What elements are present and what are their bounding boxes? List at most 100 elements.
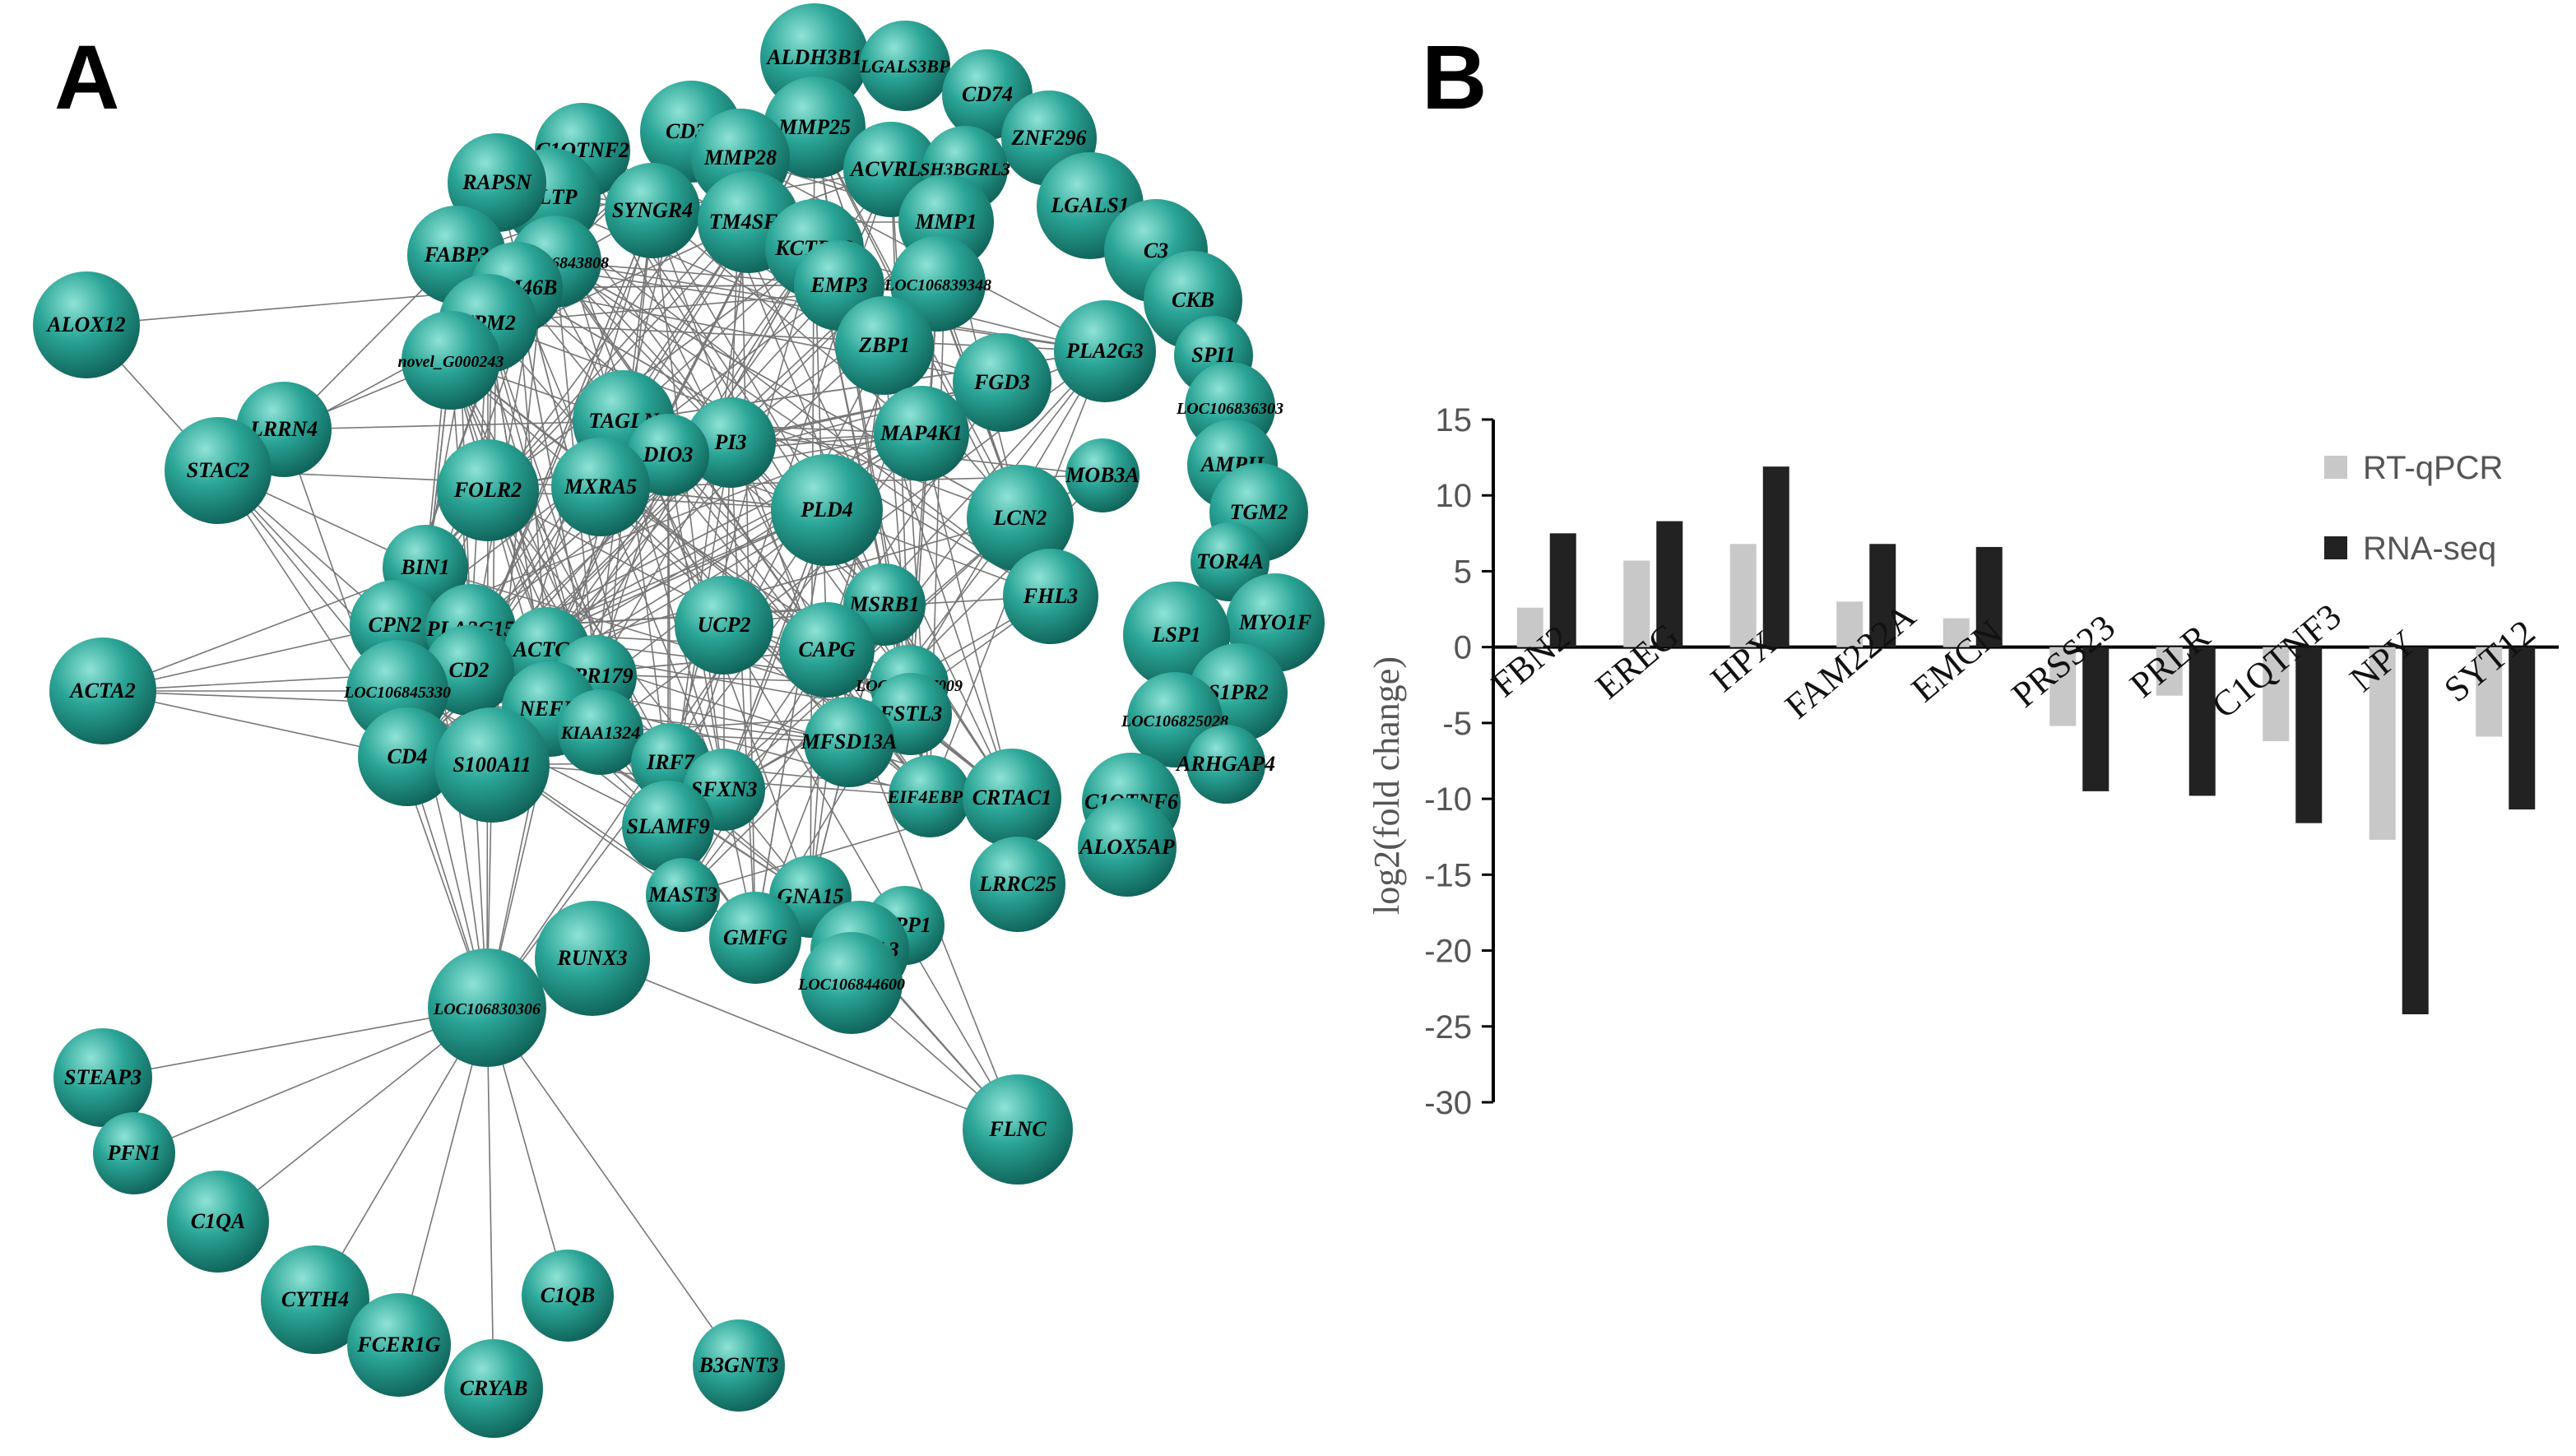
network-node: LGALS3BP [860,21,950,111]
network-edge [910,283,939,715]
network-node-sphere [953,333,1051,432]
network-node-label: LGALS3BP [860,56,950,77]
network-node-label: LRRN4 [249,417,318,441]
network-edge [592,958,1019,1130]
network-edge [754,509,828,939]
network-node-sphere [646,858,720,932]
network-node-sphere [675,576,773,675]
network-node: FOLR2 [437,439,539,541]
network-node-sphere [1078,798,1177,897]
network-node-sphere [49,638,156,744]
network-node-label: CKB [1172,288,1214,312]
network-node-label: LOC106839348 [884,276,991,294]
network-node: STEAP3 [53,1028,152,1127]
network-edge [754,350,1106,939]
network-node-sphere [448,133,546,232]
network-node-label: PLD4 [800,498,853,522]
network-node-label: MYO1F [1238,610,1311,634]
network-node-sphere [963,1074,1073,1185]
network-node: CRYAB [444,1339,543,1438]
network-node-label: UCP2 [698,613,751,637]
network-node-label: MSRB1 [848,592,919,616]
network-node-sphere [261,1245,369,1354]
network-node-label: IRF7 [646,750,695,774]
bar-rtqpcr [1623,560,1650,647]
network-node-label: MMP1 [914,210,977,234]
y-tick-label: -30 [1424,1085,1472,1121]
network-node-sphere [1003,549,1098,644]
network-node-sphere [963,749,1061,847]
network-node: LCN2 [967,465,1074,572]
bar-rtqpcr [1516,607,1543,647]
network-node: ARHGAP4 [1175,725,1275,804]
network-node-label: TGM2 [1230,500,1288,524]
network-node-label: FCER1G [356,1333,440,1356]
network-node: LOC106830306 [428,948,546,1067]
network-edge [670,248,815,763]
bar-rtqpcr [2263,647,2290,742]
bar-rnaseq [2082,647,2110,791]
network-node-label: LOC106845330 [343,684,451,702]
network-node-label: MAST3 [647,883,717,907]
network-node: MAP4K1 [874,386,969,481]
network-node-label: GNA15 [777,884,844,908]
network-node: MOB3A [1065,438,1139,512]
network-node: ALOX12 [33,271,140,378]
network-node-label: LOC106844600 [797,976,905,994]
network-node-label: CRTAC1 [972,786,1052,809]
network-node: RUNX3 [535,901,650,1016]
network-node-label: ALOX12 [45,313,125,336]
network-node: CRTAC1 [963,749,1061,847]
network-node-label: novel_G000243 [398,353,504,371]
network-node-label: DIO3 [643,443,694,466]
network-node-label: C1QA [191,1209,245,1233]
bar-rnaseq [2509,647,2536,810]
panel-a-label: A [54,27,120,128]
network-node-label: ARHGAP4 [1175,752,1275,776]
network-node: ACTA2 [49,638,156,744]
network-node-label: B3GNT3 [699,1353,779,1377]
network-node-label: PLA2G3 [1065,339,1144,363]
network-edge [486,1007,494,1389]
network-node-sphere [801,932,903,1034]
legend-swatch [2324,456,2347,479]
network-node-sphere [860,21,950,111]
network-node-sphere [605,163,700,258]
y-tick-label: -25 [1424,1009,1472,1046]
network-edge [102,1007,488,1078]
network-node-label: LSP1 [1151,623,1200,647]
network-node-label: GMFG [723,925,787,949]
network-edge [283,420,624,430]
bar-rtqpcr [2476,647,2503,737]
network-node-sphere [709,892,801,984]
network-node-label: KIAA1324 [560,722,641,743]
network-node-label: RAPSN [462,170,532,194]
network-node: PLD4 [771,454,883,566]
bar-rtqpcr [2049,647,2077,726]
network-node-label: CD4 [387,744,427,768]
network-node-label: MOB3A [1065,463,1139,487]
network-node-label: ZBP1 [858,333,910,357]
y-tick-label: 5 [1454,554,1472,590]
network-node-label: LGALS1 [1050,193,1129,217]
network-node: CAPG [779,602,875,698]
network-edge [487,248,815,491]
network-node-sphere [889,755,971,837]
y-tick-label: -15 [1424,857,1472,893]
network-node: ZBP1 [835,296,934,395]
legend-label: RT-qPCR [2363,450,2503,486]
network-node-label: STEAP3 [64,1065,142,1089]
network-node-label: FGD3 [973,370,1030,394]
network-node-sphere [53,1028,152,1127]
network-node-sphere [33,271,140,378]
bar-rtqpcr [1729,544,1757,647]
network-node-label: LRRC25 [978,872,1056,896]
network-node: PLA2G3 [1054,300,1156,402]
network-node-label: EIF4EBP1 [887,786,972,807]
network-node-sphere [93,1112,175,1194]
network-node: SLAMF9 [622,781,714,873]
network-node-label: FOLR2 [453,478,522,502]
bar-rnaseq [2188,647,2216,796]
